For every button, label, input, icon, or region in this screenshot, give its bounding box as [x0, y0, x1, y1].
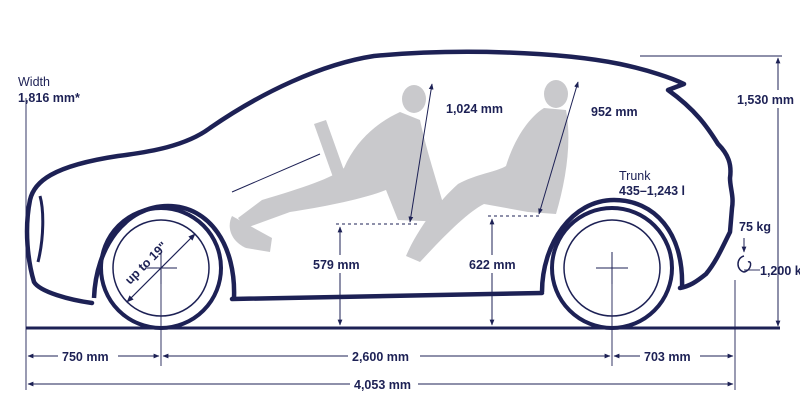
tow-load-value: 75 kg [739, 220, 771, 234]
height-value: 1,530 mm [737, 93, 794, 107]
trunk-label: Trunk [619, 169, 651, 183]
tow-capacity-value: 1,200 kg [760, 264, 800, 278]
width-value: 1,816 mm* [18, 91, 80, 105]
rear-overhang-value: 703 mm [644, 350, 691, 364]
front-hip-height-value: 579 mm [313, 258, 360, 272]
rear-hip-height-value: 622 mm [469, 258, 516, 272]
wheelbase-value: 2,600 mm [352, 350, 409, 364]
tow-hook-icon [737, 255, 752, 273]
front-overhang-value: 750 mm [62, 350, 109, 364]
passenger-figures [229, 80, 569, 262]
wheel-size-label: up to 19" [122, 239, 170, 287]
width-label: Width [18, 75, 50, 89]
overall-length-value: 4,053 mm [354, 378, 411, 392]
rear-headroom-value: 952 mm [591, 105, 638, 119]
car-body-outline [24, 49, 735, 306]
trunk-volume-value: 435–1,243 l [619, 184, 685, 198]
front-headroom-value: 1,024 mm [446, 102, 503, 116]
rear-wheel-arch [539, 197, 685, 293]
